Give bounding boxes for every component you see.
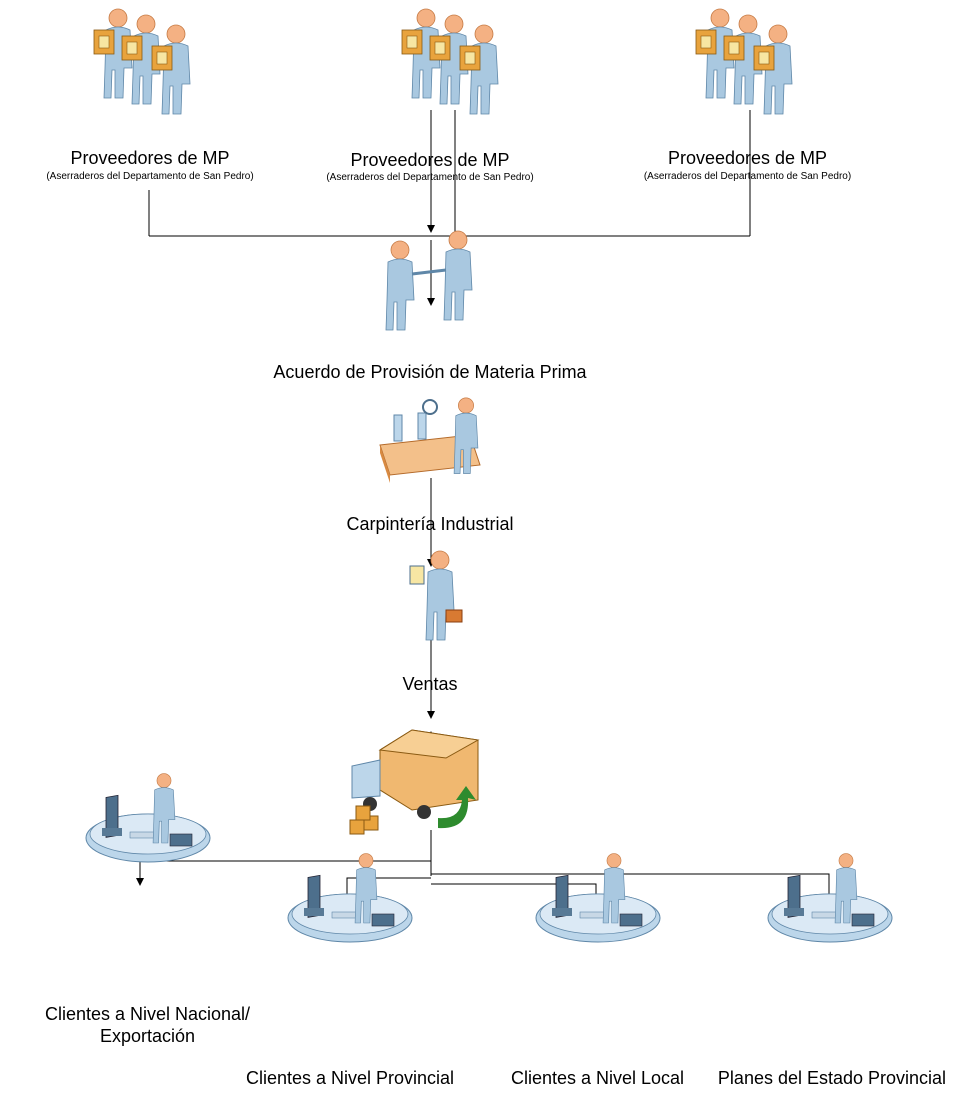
supplier-2-title: Proveedores de MP	[350, 150, 510, 170]
client-state-label: Planes del Estado Provincial	[717, 1068, 947, 1088]
sales-label: Ventas	[402, 674, 458, 694]
client-local-label: Clientes a Nivel Local	[510, 1068, 685, 1088]
workers-carrying-boxes-icon	[696, 9, 792, 114]
desk-computer-worker-icon	[536, 854, 660, 942]
supplier-2-subtitle: (Aserraderos del Departamento de San Ped…	[326, 172, 534, 183]
carpentry-label: Carpintería Industrial	[346, 514, 514, 534]
client-national-label-line1: Clientes a Nivel Nacional/	[44, 1004, 251, 1024]
agreement-label: Acuerdo de Provisión de Materia Prima	[273, 362, 587, 382]
delivery-truck-icon	[349, 729, 480, 835]
supplier-3-subtitle: (Aserraderos del Departamento de San Ped…	[643, 171, 852, 182]
client-provincial-label: Clientes a Nivel Provincial	[245, 1068, 455, 1088]
desk-computer-worker-icon	[288, 854, 412, 942]
desk-computer-worker-icon	[768, 854, 892, 942]
conveyor-factory-worker-icon	[379, 397, 481, 483]
supplier-3-title: Proveedores de MP	[667, 148, 828, 168]
salesperson-icon	[409, 550, 463, 641]
workers-carrying-boxes-icon	[402, 9, 498, 114]
desk-computer-worker-icon	[86, 774, 210, 862]
supplier-1-subtitle: (Aserraderos del Departamento de San Ped…	[46, 171, 254, 182]
client-national-label-line2: Exportación	[99, 1026, 196, 1046]
supplier-1-title: Proveedores de MP	[70, 148, 230, 168]
workers-carrying-boxes-icon	[94, 9, 190, 114]
handshake-icon	[385, 230, 473, 331]
